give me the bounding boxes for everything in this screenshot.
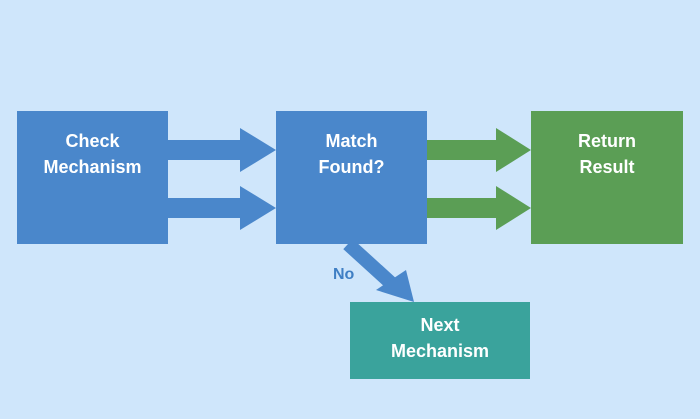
arrow-match-to-result-lower <box>427 186 531 230</box>
node-next-mechanism-label: Next Mechanism <box>390 315 490 361</box>
arrow-match-to-next <box>343 238 414 302</box>
node-next-mechanism: Next Mechanism <box>350 302 530 379</box>
arrow-check-to-match-upper <box>168 128 276 172</box>
node-check-mechanism: Check Mechanism <box>17 111 168 244</box>
node-match-found: Match Found? <box>276 111 427 244</box>
node-check-mechanism-label: Check Mechanism <box>43 131 142 177</box>
arrow-match-to-result-upper <box>427 128 531 172</box>
edge-label-no: No <box>333 266 355 283</box>
arrow-check-to-match-lower <box>168 186 276 230</box>
node-match-found-label: Match Found? <box>318 131 385 177</box>
node-return-result: Return Result <box>531 111 683 244</box>
node-return-result-label: Return Result <box>578 131 636 177</box>
